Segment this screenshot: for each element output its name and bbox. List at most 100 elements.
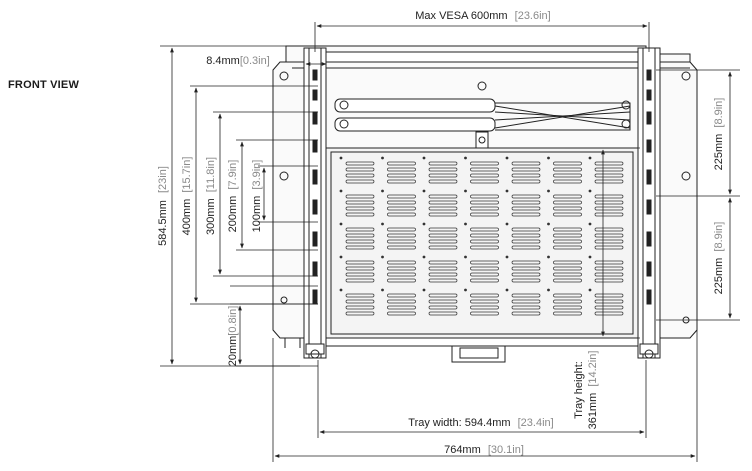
total-width-label: 764mm [30.1in] <box>444 444 524 456</box>
vent-slot <box>594 272 624 277</box>
vent-slot <box>345 167 375 172</box>
vent-dot <box>505 222 509 226</box>
vent-slot <box>428 194 458 199</box>
vent-dot <box>588 156 592 160</box>
vent-slot <box>428 206 458 211</box>
vent-slot <box>387 245 416 250</box>
vent-slot <box>345 161 375 166</box>
vent-slot <box>553 272 582 277</box>
vent-slot <box>345 239 375 244</box>
mount-assembly <box>272 45 698 363</box>
vent-slot <box>594 161 624 166</box>
vent-dot <box>381 255 384 259</box>
vent-slot <box>511 266 541 271</box>
vent-dot <box>464 189 467 193</box>
vent-slot <box>470 161 499 166</box>
vent-dot <box>422 189 426 193</box>
vent-slot <box>428 293 458 298</box>
vent-slot <box>387 260 416 265</box>
vent-slot <box>428 299 458 304</box>
vent-dot <box>547 189 550 193</box>
vent-slot <box>345 266 375 271</box>
vent-slot <box>428 239 458 244</box>
vent-slot <box>428 167 458 172</box>
vent-slot <box>428 245 458 250</box>
tray-width-label: Tray width: 594.4mm [23.4in] <box>408 417 553 429</box>
vent-slot <box>470 266 499 271</box>
vent-slot <box>553 233 582 238</box>
vent-dot <box>381 288 384 292</box>
vent-slot <box>345 245 375 250</box>
vent-dot <box>505 156 509 160</box>
vent-slot <box>387 278 416 283</box>
vent-slot <box>470 227 499 232</box>
vent-slot <box>345 260 375 265</box>
vent-slot <box>470 206 499 211</box>
tray-height-caption: Tray height: <box>573 361 585 419</box>
vent-slot <box>470 272 499 277</box>
vesa-100-label: 100mm [3.9in] <box>251 160 263 233</box>
vent-slot <box>511 245 541 250</box>
right-lower-label: 225mm [8.9in] <box>713 222 725 295</box>
vent-slot <box>594 179 624 184</box>
vent-slot <box>470 167 499 172</box>
vent-slot <box>594 206 624 211</box>
vent-slot <box>345 179 375 184</box>
vent-slot <box>387 239 416 244</box>
vent-slot <box>470 194 499 199</box>
tray-height-label: 361mm [14.2in] <box>587 351 599 430</box>
vent-dot <box>547 255 550 259</box>
vent-dot <box>339 222 343 226</box>
rail-slots <box>312 69 652 305</box>
vent-slot <box>470 260 499 265</box>
vent-dot <box>547 222 550 226</box>
vent-slot <box>470 173 499 178</box>
vent-slot <box>553 194 582 199</box>
vent-slot <box>387 293 416 298</box>
vent-slot <box>553 206 582 211</box>
vent-slot <box>387 212 416 217</box>
vent-slot <box>553 305 582 310</box>
vent-dot <box>422 156 426 160</box>
vent-slot <box>345 194 375 199</box>
vent-dot <box>505 189 509 193</box>
vent-dot <box>547 156 550 160</box>
top-crossbar <box>325 51 639 63</box>
vent-slot <box>594 212 624 217</box>
vent-slot <box>428 161 458 166</box>
vent-slot <box>511 299 541 304</box>
vent-slot <box>470 299 499 304</box>
vent-slot <box>511 227 541 232</box>
vent-slot <box>594 173 624 178</box>
vent-slot <box>470 179 499 184</box>
total-height-label: 584.5mm [23in] <box>157 166 169 246</box>
vent-slot <box>345 278 375 283</box>
vent-slot <box>594 167 624 172</box>
vent-slot <box>428 227 458 232</box>
vent-slot <box>553 260 582 265</box>
vent-slot <box>594 239 624 244</box>
vent-slot <box>387 206 416 211</box>
arm-assembly <box>334 81 631 149</box>
vent-slot <box>428 233 458 238</box>
vesa-200-label: 200mm [7.9in] <box>227 160 239 233</box>
vent-slot <box>428 305 458 310</box>
vent-slot <box>511 260 541 265</box>
vent-slot <box>428 173 458 178</box>
vent-slot <box>387 173 416 178</box>
vent-dot <box>381 156 384 160</box>
vent-slot <box>345 173 375 178</box>
vent-slot <box>345 233 375 238</box>
vent-slot <box>345 311 375 316</box>
vent-dot <box>381 189 384 193</box>
vesa-400-label: 400mm [15.7in] <box>181 157 193 236</box>
vent-slot <box>470 311 499 316</box>
vent-slot <box>511 233 541 238</box>
vent-slot <box>428 272 458 277</box>
vent-slot <box>553 167 582 172</box>
vent-slot <box>553 200 582 205</box>
vesa-300-label: 300mm [11.8in] <box>205 157 217 235</box>
vent-slot <box>594 266 624 271</box>
tray-vent-pattern <box>339 156 624 316</box>
vent-slot <box>511 305 541 310</box>
